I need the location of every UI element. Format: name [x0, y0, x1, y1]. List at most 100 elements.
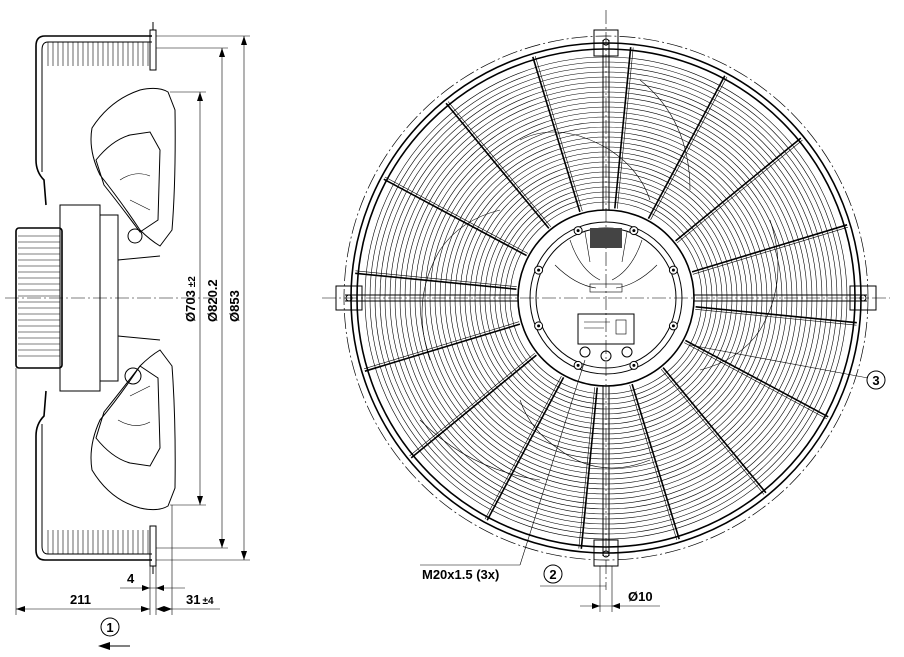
guard-ring: [439, 131, 773, 465]
mount-foot-top: [593, 29, 619, 57]
guard-ring: [479, 171, 733, 425]
guard-spoke: [364, 323, 521, 372]
diameter-dimensions: [156, 35, 250, 561]
label-w211: 211: [70, 592, 91, 607]
blade-hint-1: [519, 131, 651, 201]
guard-spoke: [614, 47, 632, 209]
mount-hole-top: [602, 38, 610, 46]
guard-ring: [509, 201, 703, 395]
guard-ring: [449, 141, 763, 455]
guard-spoke: [383, 178, 527, 257]
guard-spoke-edge: [629, 384, 678, 540]
hub-bolt-center: [671, 268, 675, 272]
guard-ring: [379, 71, 833, 525]
airflow-arrow-head: [98, 642, 110, 650]
arrows-31: [156, 606, 172, 612]
blade-lower: [90, 349, 176, 511]
hub-flange: [99, 214, 119, 382]
guard-spokes: [345, 40, 867, 556]
front-view: M20x1.5 (3x) 2 Ø10 3: [322, 10, 890, 612]
guard-spoke-edge: [355, 270, 517, 287]
guard-rings: [364, 56, 848, 540]
guard-spoke: [662, 367, 767, 494]
guard-wires: [47, 42, 149, 554]
guard-ring: [374, 66, 838, 530]
guard-ring: [474, 166, 738, 430]
callout-3-leader: [689, 344, 869, 379]
circuit-traces: [554, 231, 658, 289]
hub-bolt-top: [127, 228, 143, 244]
guard-ring: [399, 91, 813, 505]
guard-ring: [444, 136, 768, 460]
connector-block: [590, 228, 622, 248]
mount-foot-bottom: [593, 539, 619, 567]
callout-2-circle: [543, 564, 563, 584]
side-view: Ø703±2 Ø820.2 Ø853 211 4 31±4 1: [5, 22, 250, 650]
guard-ring: [504, 196, 708, 400]
guard-ring: [499, 191, 713, 405]
label-d853: Ø853: [227, 290, 242, 322]
electronics-box: [577, 313, 635, 345]
guard-ring: [459, 151, 753, 445]
guard-ring: [409, 101, 803, 495]
bolt-circle: [343, 35, 869, 561]
cable-gland-1: [579, 346, 591, 358]
blade-hint-5: [419, 79, 691, 481]
guard-spoke-edge: [692, 226, 848, 275]
motor-fins: [18, 235, 60, 357]
callout-1-circle: [100, 617, 120, 637]
brand-plate: [589, 283, 623, 293]
guard-spoke-edge: [578, 387, 595, 549]
guard-ring: [384, 76, 828, 520]
guard-spoke-edge: [660, 369, 765, 495]
blade-upper: [90, 87, 176, 247]
guard-spoke-edge: [534, 56, 583, 212]
guard-outline-bottom: [35, 390, 152, 561]
guard-ring: [424, 116, 788, 480]
strut-upper: [117, 255, 161, 261]
guard-spoke-edge: [484, 376, 562, 520]
motor-circuit-traces: [554, 228, 658, 362]
label-w4: 4: [127, 571, 135, 586]
guard-ring: [434, 126, 778, 470]
guard-spoke: [580, 387, 598, 549]
hub-bolt-center: [671, 324, 675, 328]
guard-ring: [404, 96, 808, 500]
guard-ring: [414, 106, 798, 490]
blade-hint-4: [421, 209, 501, 361]
hub-bolt-center: [537, 324, 541, 328]
label-d10: Ø10: [628, 589, 653, 604]
guard-ring: [489, 181, 723, 415]
guard-outer-rim-inner: [356, 48, 856, 548]
guard-spoke: [445, 102, 550, 229]
guard-spoke-edge: [695, 309, 857, 326]
mount-hole-bottom: [602, 550, 610, 558]
guard-spoke: [675, 137, 802, 242]
blade-lower-inner: [95, 365, 161, 467]
cable-gland-3: [621, 346, 633, 358]
guard-ring: [364, 56, 848, 540]
guard-spoke: [355, 272, 517, 290]
mount-hole-left: [345, 294, 353, 302]
thread-label: M20x1.5 (3x): [422, 567, 499, 582]
guard-spoke: [631, 383, 680, 540]
hub-outer: [517, 209, 695, 387]
hub-bolt-center: [632, 229, 636, 233]
hub-bolt-center: [537, 268, 541, 272]
guard-ring: [429, 121, 783, 475]
arrows-4: [142, 585, 164, 591]
mount-foot-left: [335, 285, 363, 311]
guard-inner-bottom: [41, 424, 152, 555]
guard-ring: [469, 161, 743, 435]
guard-spoke-edge: [650, 76, 728, 220]
guard-ring: [494, 186, 718, 410]
guard-ring: [464, 156, 748, 440]
mount-foot-right: [849, 285, 877, 311]
guard-spoke-edge: [684, 342, 828, 420]
blade-hint-3: [519, 399, 651, 469]
guard-spoke-edge: [364, 321, 520, 370]
label-d820: Ø820.2: [205, 279, 220, 322]
guard-ring: [394, 86, 818, 510]
axial-dimensions: [15, 368, 220, 615]
guard-ring: [419, 111, 793, 485]
